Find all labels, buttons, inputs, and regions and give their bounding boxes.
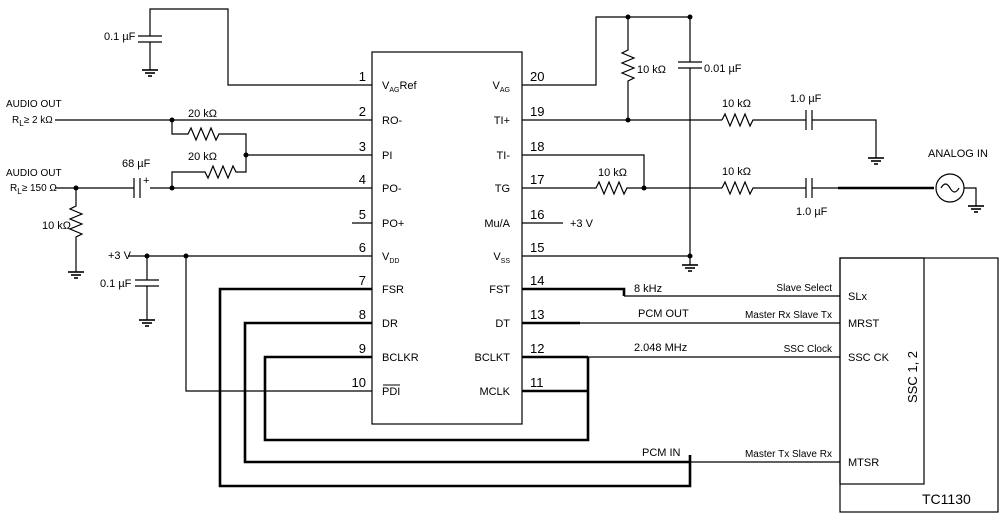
pin-label-1: VAGRef xyxy=(382,80,418,94)
freq-8k-label: 8 kHz xyxy=(634,283,662,295)
res-pi-po-label: 20 kΩ xyxy=(188,151,217,163)
pin-number-6: 6 xyxy=(359,240,366,255)
pin-label-4: PO- xyxy=(382,183,402,195)
pin-number-10: 10 xyxy=(352,375,366,390)
controller-signal-0: Slave Select xyxy=(776,283,832,294)
controller-pin-0: SLx xyxy=(848,291,867,303)
res-load-label: 10 kΩ xyxy=(42,220,71,232)
res-feedback-label: 10 kΩ xyxy=(598,167,627,179)
cap-tg-in-label: 1.0 µF xyxy=(796,206,828,218)
receive-amp-network: 20 kΩ 20 kΩ + 68 µF 10 kΩ AUDIO OUT RL≥ … xyxy=(6,99,372,279)
cap-polarity: + xyxy=(143,175,149,187)
pin-label-12: BCLKT xyxy=(475,352,511,364)
pin-label-5: PO+ xyxy=(382,218,404,230)
pin-label-16: Mu/A xyxy=(484,218,510,230)
pin-number-17: 17 xyxy=(530,172,544,187)
pin-label-18: TI- xyxy=(497,150,511,162)
cap-vdd-label: 0.1 µF xyxy=(100,278,132,290)
controller-signal-2: SSC Clock xyxy=(784,344,833,355)
digital-bus: 8 kHz PCM OUT 2.048 MHz PCM IN xyxy=(218,283,840,488)
pcm-out-label: PCM OUT xyxy=(638,308,689,320)
pin-label-6: VDD xyxy=(382,251,399,265)
pin-number-7: 7 xyxy=(359,273,366,288)
pin-label-15: VSS xyxy=(493,251,510,265)
freq-2048-label: 2.048 MHz xyxy=(634,342,687,354)
pin-label-3: PI xyxy=(382,150,392,162)
codec-chip-body xyxy=(371,51,523,425)
pin-label-11: MCLK xyxy=(479,386,510,398)
audio-out-1-load: RL≥ 2 kΩ xyxy=(12,115,53,128)
pin-label-9: BCLKR xyxy=(382,352,419,364)
audio-out-1-label: AUDIO OUT xyxy=(6,99,62,110)
pin-label-20: VAG xyxy=(493,80,510,94)
pin-number-2: 2 xyxy=(359,104,366,119)
pin-number-4: 4 xyxy=(359,172,366,187)
pin-label-19: TI+ xyxy=(494,115,510,127)
cap-vag-label: 0.1 µF xyxy=(104,31,136,43)
res-ro-pi-label: 20 kΩ xyxy=(188,108,217,120)
controller-signal-3: Master Tx Slave Rx xyxy=(745,449,832,460)
pin-number-9: 9 xyxy=(359,341,366,356)
res-tg-in-label: 10 kΩ xyxy=(722,166,751,178)
audio-out-2-load: RL≥ 150 Ω xyxy=(10,183,57,196)
mua-supply-label: +3 V xyxy=(570,218,594,230)
vag-ref-network: 0.1 µF xyxy=(104,8,372,86)
pin-number-15: 15 xyxy=(530,240,544,255)
pin-label-17: TG xyxy=(495,183,510,195)
ssc-module-label: SSC 1, 2 xyxy=(905,351,920,403)
vdd-network: +3 V 0.1 µF xyxy=(100,250,372,392)
pin-label-10: PDI xyxy=(382,386,400,398)
controller-pin-2: SSC CK xyxy=(848,352,890,364)
pin-label-13: DT xyxy=(495,318,510,330)
controller-signal-1: Master Rx Slave Tx xyxy=(745,310,832,321)
pin-number-18: 18 xyxy=(530,139,544,154)
pin-label-7: FSR xyxy=(382,284,404,296)
controller-pin-1: MRST xyxy=(848,318,879,330)
pin-number-13: 13 xyxy=(530,307,544,322)
pin-label-8: DR xyxy=(382,318,398,330)
cap-vag-top-label: 0.01 µF xyxy=(704,63,742,75)
controller-name: TC1130 xyxy=(922,491,971,507)
cap-68-label: 68 µF xyxy=(122,158,151,170)
transmit-amp-network: 10 kΩ 0.01 µF 10 kΩ 1.0 µF 10 kΩ 10 kΩ 1… xyxy=(522,14,988,272)
pin-label-2: RO- xyxy=(382,115,403,127)
pcm-in-label: PCM IN xyxy=(642,447,681,459)
pin-number-16: 16 xyxy=(530,207,544,222)
pin-number-3: 3 xyxy=(359,139,366,154)
pin-number-20: 20 xyxy=(530,69,544,84)
analog-in-label: ANALOG IN xyxy=(928,148,988,160)
pin-number-11: 11 xyxy=(530,375,544,390)
pin-label-14: FST xyxy=(489,284,510,296)
pin-number-1: 1 xyxy=(359,69,366,84)
pin-number-14: 14 xyxy=(530,273,544,288)
ssc-module-box xyxy=(839,257,925,485)
audio-out-2-label: AUDIO OUT xyxy=(6,168,62,179)
res-vag-top-label: 10 kΩ xyxy=(637,64,666,76)
pin-number-8: 8 xyxy=(359,307,366,322)
res-ti-plus-label: 10 kΩ xyxy=(722,98,751,110)
controller-pin-3: MTSR xyxy=(848,457,879,469)
pin-number-5: 5 xyxy=(359,207,366,222)
pin-number-12: 12 xyxy=(530,341,544,356)
vdd-supply-label: +3 V xyxy=(108,250,132,262)
cap-ti-plus-label: 1.0 µF xyxy=(790,93,822,105)
pin-number-19: 19 xyxy=(530,104,544,119)
